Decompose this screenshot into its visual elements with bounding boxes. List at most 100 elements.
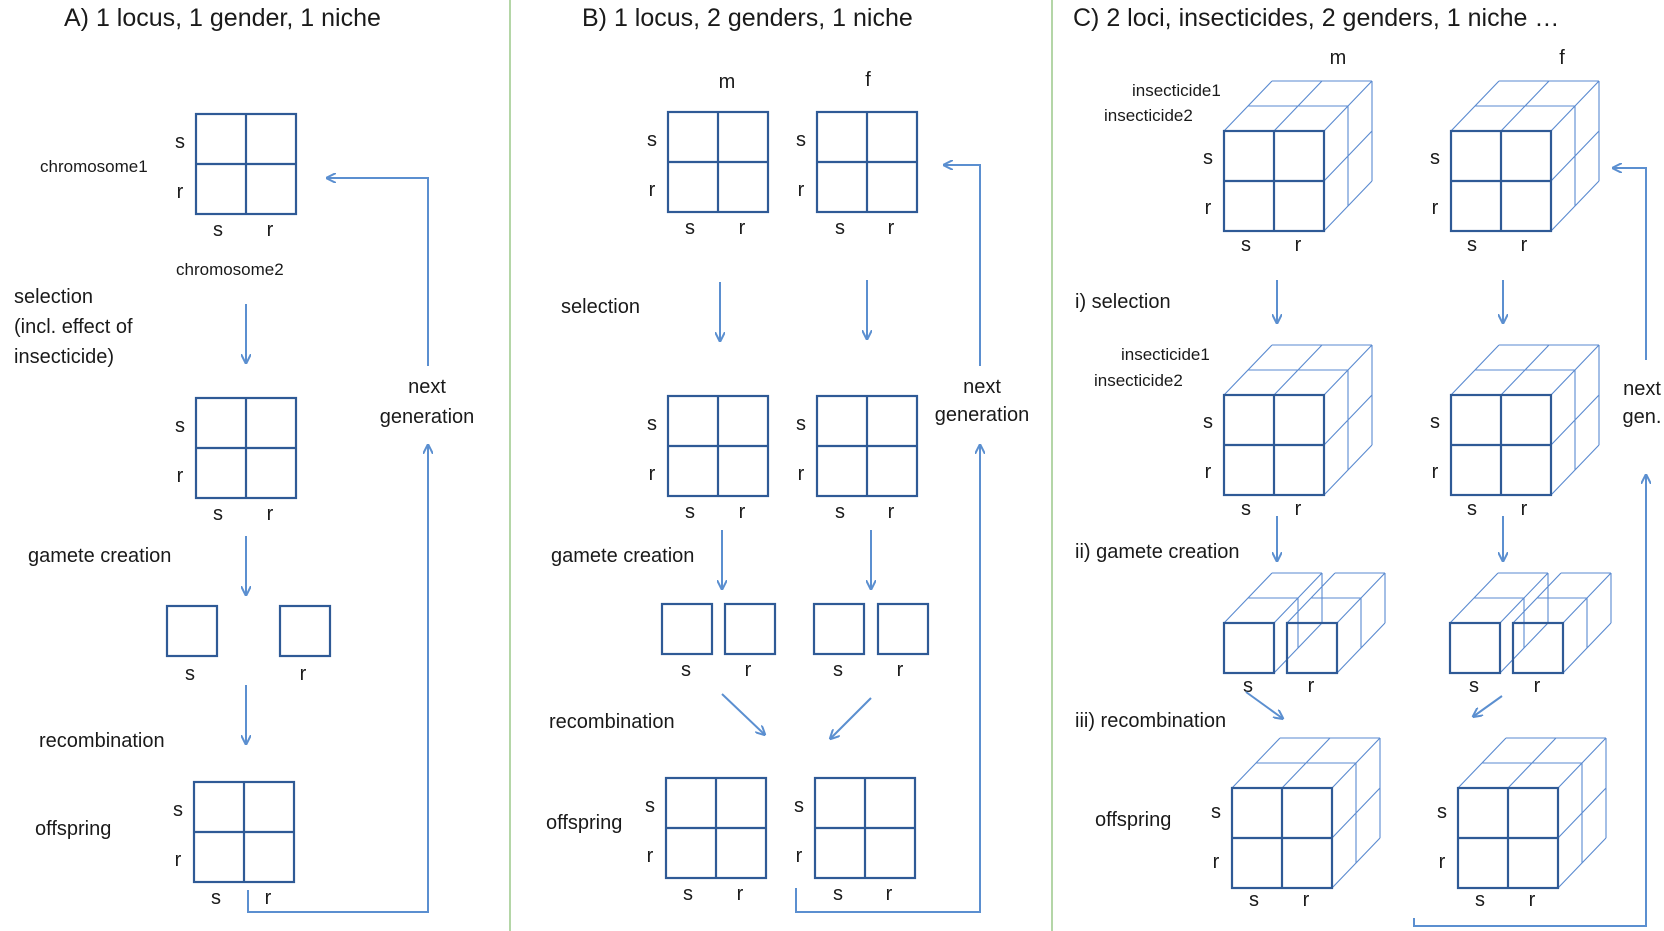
panel-a: A) 1 locus, 1 gender, 1 niche chromosome… [14,4,475,913]
allele-label: s [1469,675,1479,697]
selection-label-line2: (incl. effect of [14,316,133,338]
allele-label: s [796,129,806,151]
allele-label: s [1430,411,1440,433]
insecticide2-label: insecticide2 [1094,371,1183,390]
allele-label: s [1203,147,1213,169]
next-generation-arrow [1614,168,1647,360]
chromosome1-label: chromosome1 [40,157,148,176]
allele-label: r [265,887,272,909]
panel-b: B) 1 locus, 2 genders, 1 niche m f selec… [546,4,1030,913]
allele-label: r [1295,234,1302,256]
allele-label: s [1430,147,1440,169]
next-generation-label-line1: next [1623,378,1661,400]
gamete-creation-label: ii) gamete creation [1075,541,1240,563]
allele-label: r [267,219,274,241]
female-offspring-grid [813,776,917,880]
selection-label-line3: insecticide) [14,346,114,368]
allele-label: s [1203,411,1213,433]
male-genotype-grid [666,110,770,214]
allele-label: s [796,413,806,435]
allele-label: r [888,501,895,523]
allele-label: r [177,181,184,203]
allele-label: s [1467,498,1477,520]
allele-label: s [1467,234,1477,256]
allele-label: s [1437,801,1447,823]
allele-label: r [1205,197,1212,219]
next-generation-label-line1: next [963,376,1001,398]
allele-label: r [888,217,895,239]
chromosome2-label: chromosome2 [176,260,284,279]
allele-label: s [833,883,843,905]
allele-label: s [211,887,221,909]
allele-label: r [177,465,184,487]
allele-label: r [1308,675,1315,697]
allele-label: r [300,663,307,685]
genotype-grid [194,396,298,500]
allele-label: r [897,659,904,681]
next-generation-label-line2: generation [380,406,475,428]
allele-label: s [175,131,185,153]
allele-label: s [185,663,195,685]
allele-label: s [683,883,693,905]
gamete-prism [1448,572,1549,675]
allele-label: s [647,413,657,435]
allele-label: r [796,845,803,867]
allele-label: r [1521,498,1528,520]
allele-label: r [739,217,746,239]
offspring-grid [192,780,296,884]
male-offspring-grid [664,776,768,880]
panel-a-title: A) 1 locus, 1 gender, 1 niche [64,4,381,32]
allele-label: r [745,659,752,681]
panel-b-title: B) 1 locus, 2 genders, 1 niche [582,4,913,32]
male-label: m [719,71,736,93]
next-generation-label-line2: generation [935,404,1030,426]
allele-label: s [833,659,843,681]
next-generation-arrow [945,165,981,366]
flow-arrow [1474,695,1503,716]
gamete-box [876,602,930,656]
allele-label: s [685,217,695,239]
allele-label: r [649,179,656,201]
allele-label: r [798,463,805,485]
allele-label: r [267,503,274,525]
female-label: f [865,69,871,91]
insecticide2-label: insecticide2 [1104,106,1193,125]
allele-label: r [1295,498,1302,520]
allele-label: r [1529,889,1536,911]
recombination-label: recombination [549,711,675,733]
allele-label: r [739,501,746,523]
female-genotype-grid [815,394,919,498]
allele-label: r [1534,675,1541,697]
allele-label: s [1211,801,1221,823]
insecticide1-label: insecticide1 [1121,345,1210,364]
allele-label: s [175,415,185,437]
next-generation-arrow [247,446,428,913]
female-genotype-grid [815,110,919,214]
gamete-creation-label: gamete creation [551,545,694,567]
allele-label: r [1439,851,1446,873]
panel-c-title: C) 2 loci, insecticides, 2 genders, 1 ni… [1073,4,1559,32]
gamete-creation-label: gamete creation [28,545,171,567]
male-label: m [1330,47,1347,69]
gamete-box [723,602,777,656]
allele-label: s [213,503,223,525]
allele-label: s [685,501,695,523]
recombination-label: recombination [39,730,165,752]
allele-label: s [173,799,183,821]
offspring-label: offspring [1095,809,1171,831]
allele-label: s [1243,675,1253,697]
male-genotype-cube [1222,344,1373,497]
next-generation-arrow [328,178,429,366]
allele-label: s [1241,234,1251,256]
allele-label: s [835,217,845,239]
allele-label: r [647,845,654,867]
gamete-box [660,602,714,656]
allele-label: r [1432,197,1439,219]
gamete-prism [1511,572,1612,675]
allele-label: r [1213,851,1220,873]
male-genotype-cube [1222,80,1373,233]
allele-label: s [681,659,691,681]
allele-label: r [737,883,744,905]
selection-label-line1: selection [14,286,93,308]
male-offspring-cube [1230,737,1381,890]
